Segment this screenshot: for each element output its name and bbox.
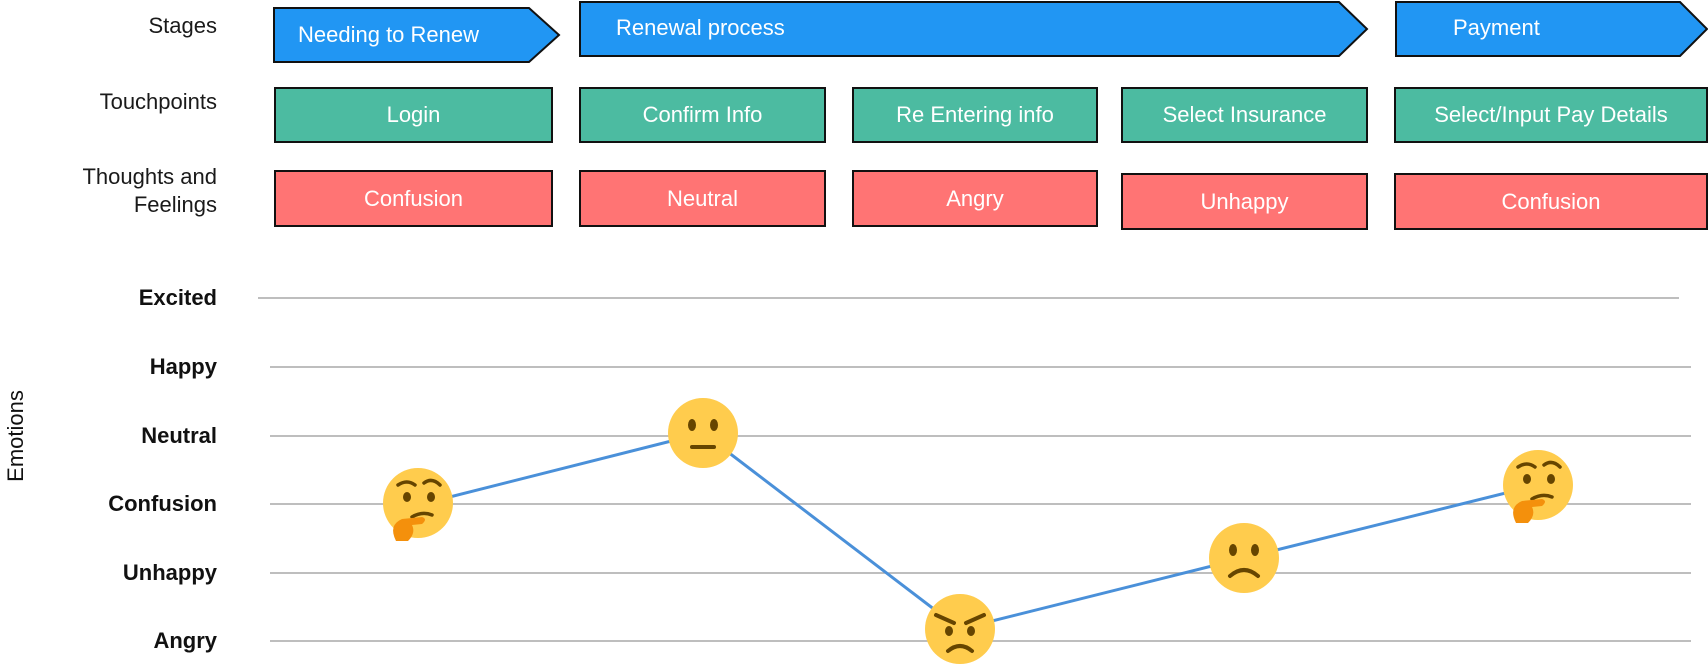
stage-renewal-process: Renewal process	[579, 1, 1369, 57]
emotion-faces	[383, 398, 1573, 664]
feeling-angry: Angry	[852, 170, 1098, 227]
stage-payment: Payment	[1395, 1, 1708, 57]
emotion-line-segment	[1243, 483, 1539, 560]
touchpoint-login: Login	[274, 87, 553, 143]
emotion-level-unhappy: Unhappy	[122, 560, 217, 585]
stage-label: Payment	[1453, 15, 1540, 40]
touchpoint-re-entering-info: Re Entering info	[852, 87, 1098, 143]
gridlines	[258, 297, 1691, 642]
touchpoint-select-insurance: Select Insurance	[1121, 87, 1368, 143]
thoughts-row-label: Thoughts and Feelings	[82, 163, 217, 219]
stage-arrow-shape	[1395, 1, 1708, 57]
emotion-level-excited: Excited	[138, 285, 217, 310]
touchpoint-select-input-pay-details: Select/Input Pay Details	[1394, 87, 1708, 143]
feeling-unhappy: Unhappy	[1121, 173, 1368, 230]
emotion-level-angry: Angry	[153, 628, 217, 653]
emotion-line	[417, 431, 1539, 631]
feeling-confusion: Confusion	[274, 170, 553, 227]
touchpoints-row-label: Touchpoints	[99, 89, 217, 114]
angry-face-icon	[925, 594, 995, 664]
thinking-face-icon	[383, 468, 453, 541]
thoughts-row-label-line2: Feelings	[133, 192, 217, 217]
stages-row-label: Stages	[148, 13, 218, 38]
feeling-confusion-payment: Confusion	[1394, 173, 1708, 230]
emotion-level-confusion: Confusion	[108, 491, 217, 516]
stage-label: Needing to Renew	[298, 22, 480, 47]
emotion-level-happy: Happy	[149, 354, 217, 379]
frowning-face-icon	[1209, 523, 1279, 593]
feeling-neutral: Neutral	[579, 170, 826, 227]
emotion-line-segment	[417, 431, 704, 507]
thinking-face-icon	[1503, 450, 1573, 523]
emotion-level-neutral: Neutral	[141, 423, 217, 448]
stage-needing-to-renew: Needing to Renew	[273, 7, 561, 63]
stage-arrow-shape	[273, 7, 561, 63]
thoughts-row-label-line1: Thoughts and	[82, 164, 217, 189]
stage-label: Renewal process	[616, 15, 785, 40]
emotion-line-segment	[959, 556, 1245, 631]
touchpoint-confirm-info: Confirm Info	[579, 87, 826, 143]
neutral-face-icon	[668, 398, 738, 468]
stage-arrow-shape	[579, 1, 1369, 57]
emotion-line-segment	[702, 431, 961, 631]
